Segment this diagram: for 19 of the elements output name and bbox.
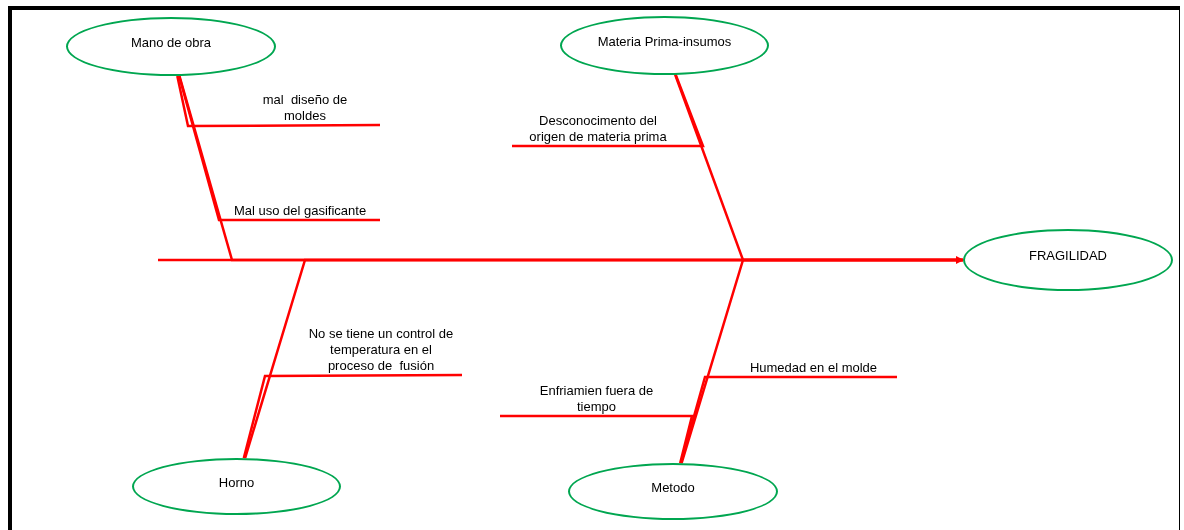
cause-label: Enfriamien fuera de tiempo [538,383,655,415]
cause-label: Mal uso del gasificante [233,203,367,219]
arrow [158,256,964,264]
category-label: FRAGILIDAD [1029,247,1107,266]
connector-line [500,414,694,464]
category-label: Materia Prima-insumos [597,32,732,51]
connector-line [679,375,897,464]
cause-label: Humedad en el molde [749,360,878,376]
cause-label: mal diseño de moldes [261,92,349,124]
connector-line [242,373,462,459]
connector-line [512,74,705,148]
category-label: Horno [218,473,255,492]
cause-label: No se tiene un control de temperatura en el proceso de fusión [307,326,455,374]
category-label: Metodo [651,478,695,497]
category-label: Mano de obra [130,33,212,52]
connector-line [177,75,380,222]
connector-line [176,75,380,128]
cause-label: Desconocimento del origen de materia prima [528,113,668,145]
connector-line [680,258,963,464]
